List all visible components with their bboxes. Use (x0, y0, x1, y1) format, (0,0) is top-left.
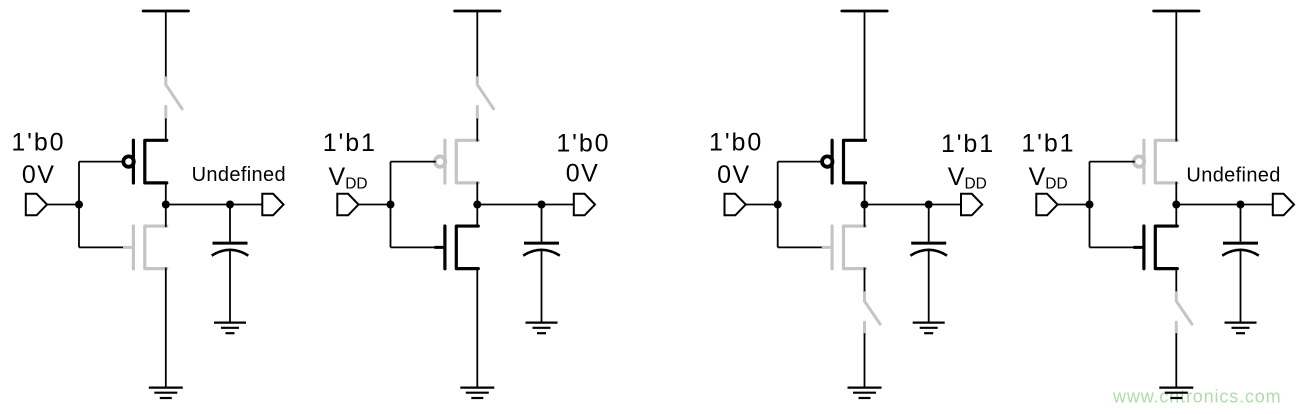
svg-text:1'b1: 1'b1 (323, 129, 377, 157)
svg-text:1'b0: 1'b0 (709, 129, 763, 157)
svg-text:Undefined: Undefined (192, 164, 286, 186)
svg-text:0V: 0V (566, 160, 600, 188)
svg-text:1'b0: 1'b0 (556, 130, 610, 158)
svg-text:1'b1: 1'b1 (1021, 129, 1075, 157)
svg-text:1'b1: 1'b1 (941, 130, 995, 158)
svg-text:1'b0: 1'b0 (11, 129, 65, 157)
svg-text:0V: 0V (22, 161, 56, 189)
svg-text:Undefined: Undefined (1186, 164, 1280, 186)
svg-text:0V: 0V (717, 161, 751, 189)
svg-text:www.cntronics.com: www.cntronics.com (1112, 387, 1282, 407)
